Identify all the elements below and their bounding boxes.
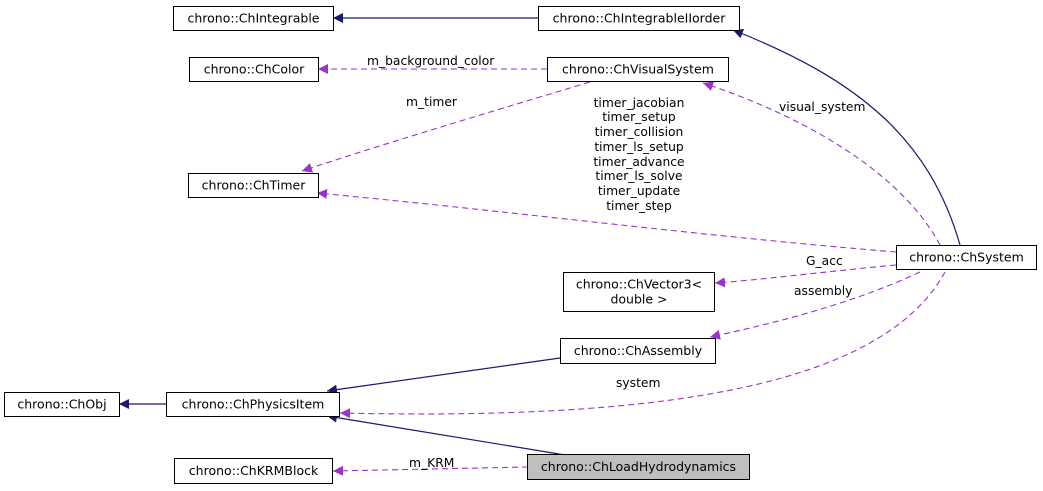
label-timer-jacobian: timer_jacobian [594, 96, 685, 110]
label-g-acc: G_acc [806, 254, 843, 268]
node-label: chrono::ChColor [204, 62, 305, 77]
edge-assembly-to-physicsitem [326, 357, 561, 395]
edge-visual-to-timer [301, 81, 591, 173]
node-label: chrono::ChIntegrableIIorder [553, 11, 727, 26]
label-timer-advance: timer_advance [593, 155, 684, 169]
label-timer-ls-setup: timer_ls_setup [594, 140, 684, 154]
edge-labels: m_background_color m_timer visual_system… [367, 54, 865, 470]
node-label: chrono::ChAssembly [574, 343, 703, 358]
inheritance-edges [119, 13, 961, 456]
label-timer-ls-solve: timer_ls_solve [595, 169, 682, 183]
node-chassembly[interactable]: chrono::ChAssembly [560, 338, 716, 364]
node-label-line2: double > [610, 292, 667, 307]
edge-system-to-timer [316, 188, 897, 253]
label-assembly: assembly [794, 284, 852, 298]
edge-system-to-visual [702, 81, 941, 246]
node-chphysicsitem[interactable]: chrono::ChPhysicsItem [166, 392, 340, 417]
node-label-line1: chrono::ChVector3< [576, 277, 702, 292]
node-chcolor[interactable]: chrono::ChColor [189, 57, 319, 82]
node-chkrmblock[interactable]: chrono::ChKRMBlock [174, 458, 333, 484]
label-timer-collision: timer_collision [595, 125, 684, 139]
edge-system-to-vector3 [714, 264, 897, 288]
node-chtimer[interactable]: chrono::ChTimer [188, 173, 319, 198]
label-m-timer: m_timer [406, 95, 458, 109]
timer-labels: timer_jacobian timer_setup timer_collisi… [593, 96, 684, 213]
label-visual-system: visual_system [779, 100, 865, 114]
node-chsystem[interactable]: chrono::ChSystem [896, 245, 1037, 270]
label-m-krm: m_KRM [409, 456, 454, 470]
node-label: chrono::ChKRMBlock [189, 463, 319, 478]
node-chintegrableiiorder[interactable]: chrono::ChIntegrableIIorder [538, 6, 740, 31]
node-chvisualsystem[interactable]: chrono::ChVisualSystem [547, 57, 729, 82]
label-system: system [616, 376, 660, 390]
edge-system-to-assembly [709, 271, 921, 340]
label-timer-update: timer_update [598, 184, 680, 198]
node-chvector3[interactable]: chrono::ChVector3< double > [563, 272, 715, 312]
label-timer-setup: timer_setup [602, 110, 676, 124]
usage-edges [301, 64, 946, 476]
label-timer-step: timer_step [606, 199, 672, 213]
edge-loadhydro-to-physicsitem [326, 412, 566, 456]
node-chloadhydrodynamics[interactable]: chrono::ChLoadHydrodynamics [527, 454, 750, 480]
node-label: chrono::ChObj [17, 397, 106, 412]
label-m-background-color: m_background_color [367, 54, 495, 68]
node-label: chrono::ChLoadHydrodynamics [541, 459, 736, 474]
edge-loadhydro-to-krmblock [332, 465, 529, 476]
node-label: chrono::ChIntegrable [188, 11, 320, 26]
edge-system-to-iiorder [732, 29, 961, 246]
node-label: chrono::ChSystem [909, 250, 1024, 265]
node-label: chrono::ChPhysicsItem [182, 397, 325, 412]
node-label: chrono::ChVisualSystem [562, 62, 714, 77]
node-chobj[interactable]: chrono::ChObj [4, 392, 120, 417]
node-label: chrono::ChTimer [202, 178, 307, 193]
node-chintegrable[interactable]: chrono::ChIntegrable [173, 6, 334, 31]
